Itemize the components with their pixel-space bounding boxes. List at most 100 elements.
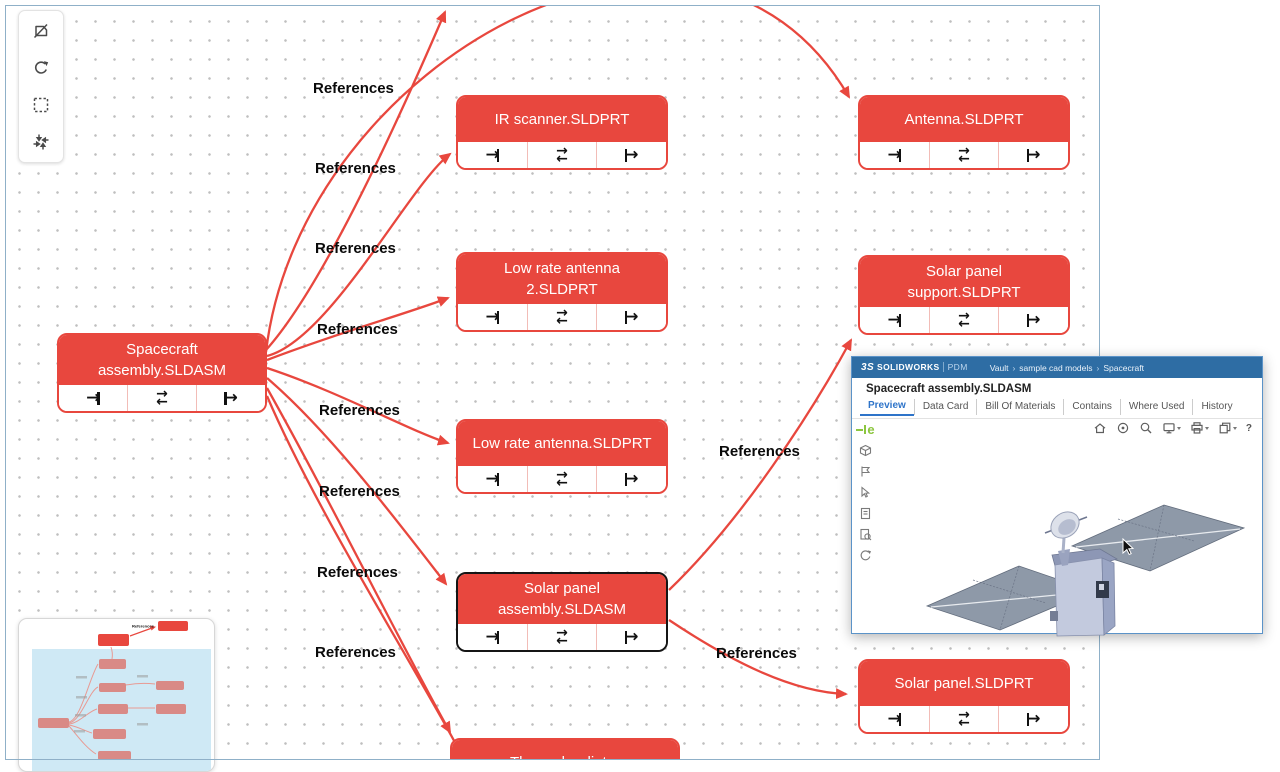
expand-parents-icon[interactable]: → [485, 306, 500, 327]
pointer-icon[interactable] [859, 486, 872, 499]
expand-children-icon[interactable]: → [998, 307, 1068, 333]
edge-label-references: References [315, 240, 396, 257]
node-label: Thermal radiator [452, 740, 678, 760]
toggle-references-icon[interactable]: →← [526, 304, 597, 330]
expand-children-icon[interactable]: → [998, 142, 1068, 168]
expand-parents-icon[interactable]: → [887, 144, 902, 165]
node-label: Solar panel assembly.SLDASM [458, 574, 666, 624]
node-footer: →→←→ [458, 466, 666, 492]
expand-parents-icon[interactable]: → [86, 387, 101, 408]
tab-bill-of-materials[interactable]: Bill Of Materials [976, 399, 1063, 415]
tab-where-used[interactable]: Where Used [1119, 399, 1193, 415]
node-footer: →→←→ [860, 307, 1068, 333]
node-label: Low rate antenna.SLDPRT [458, 421, 666, 466]
monitor-icon [1163, 423, 1175, 434]
node-ir-scanner[interactable]: IR scanner.SLDPRT →→←→ [456, 95, 668, 170]
chevron-down-icon [1204, 426, 1209, 430]
node-thermal-radiator[interactable]: Thermal radiator →→←→ [450, 738, 680, 760]
toggle-references-icon[interactable]: →← [526, 624, 597, 650]
expand-children-icon[interactable]: → [998, 706, 1068, 732]
flag-icon[interactable] [859, 465, 872, 478]
edge-spacecraft-low-rate-antenna [266, 366, 450, 446]
edge-label-references: References [313, 80, 394, 97]
minimap-graphic [32, 621, 211, 771]
disable-thumbnails-icon[interactable] [31, 21, 51, 41]
node-label: Spacecraft assembly.SLDASM [59, 335, 265, 385]
minimap-nodes [38, 621, 188, 760]
cube-icon[interactable] [859, 444, 872, 457]
node-antenna[interactable]: Antenna.SLDPRT →→←→ [858, 95, 1070, 170]
preview-tabs: Preview Data Card Bill Of Materials Cont… [852, 397, 1262, 416]
divider [852, 418, 1262, 419]
toggle-references-icon[interactable]: →← [526, 142, 597, 168]
node-solar-panel-support[interactable]: Solar panel support.SLDPRT →→←→ [858, 255, 1070, 335]
node-low-rate-antenna-2[interactable]: Low rate antenna 2.SLDPRT →→←→ [456, 252, 668, 332]
edge-spacecraft-solar-panel-assembly [266, 377, 448, 586]
node-solar-panel[interactable]: Solar panel.SLDPRT →→←→ [858, 659, 1070, 734]
node-label: IR scanner.SLDPRT [458, 97, 666, 142]
display-options[interactable] [1162, 421, 1181, 435]
minimap[interactable]: References [18, 618, 215, 772]
page-icon[interactable] [859, 507, 872, 520]
edge-spacecraft-low-rate-antenna-2 [266, 296, 450, 362]
home-icon[interactable] [1093, 421, 1107, 435]
node-low-rate-antenna[interactable]: Low rate antenna.SLDPRT →→←→ [456, 419, 668, 494]
spin-icon[interactable] [1116, 421, 1130, 435]
solidworks-pdm-logo: 3S SOLIDWORKS PDM [861, 362, 968, 373]
export-options[interactable] [1218, 421, 1237, 435]
edge-label-references: References [315, 160, 396, 177]
file-title: Spacecraft assembly.SLDASM [866, 383, 1032, 395]
expand-parents-icon[interactable]: → [887, 708, 902, 729]
toggle-references-icon[interactable]: →← [928, 142, 999, 168]
toggle-references-icon[interactable]: →← [928, 307, 999, 333]
node-solar-panel-assembly[interactable]: Solar panel assembly.SLDASM →→←→ [456, 572, 668, 652]
node-footer: →→←→ [458, 304, 666, 330]
marquee-select-icon[interactable] [31, 95, 51, 115]
expand-parents-icon[interactable]: → [485, 468, 500, 489]
expand-children-icon[interactable]: → [596, 466, 666, 492]
breadcrumb-current[interactable]: Spacecraft [1103, 362, 1145, 373]
tab-data-card[interactable]: Data Card [913, 399, 977, 415]
print-options[interactable] [1190, 421, 1209, 435]
node-spacecraft-assembly[interactable]: Spacecraft assembly.SLDASM →→←→ [57, 333, 267, 413]
edge-label-references: References [319, 402, 400, 419]
edge-label-references: References [317, 321, 398, 338]
fit-to-center-icon[interactable] [31, 132, 51, 152]
refresh-icon[interactable] [31, 58, 51, 78]
toggle-references-icon[interactable]: →← [127, 385, 196, 411]
breadcrumb-separator: › [1012, 362, 1016, 373]
breadcrumb-folder[interactable]: sample cad models [1019, 362, 1093, 373]
expand-children-icon[interactable]: → [596, 142, 666, 168]
zoom-icon[interactable] [1139, 421, 1153, 435]
expand-children-icon[interactable]: → [596, 304, 666, 330]
expand-children-icon[interactable]: → [196, 385, 265, 411]
toggle-references-icon[interactable]: →← [928, 706, 999, 732]
expand-parents-icon[interactable]: → [887, 309, 902, 330]
edge-label-references: References [319, 483, 400, 500]
edge-label-references: References [719, 443, 800, 460]
edrawings-logo: e [856, 423, 875, 436]
node-footer: →→←→ [458, 142, 666, 168]
expand-children-icon[interactable]: → [596, 624, 666, 650]
preview-canvas[interactable]: ? [879, 419, 1262, 637]
expand-parents-icon[interactable]: → [485, 626, 500, 647]
rotate-icon[interactable] [859, 549, 872, 562]
copy-icon [1219, 422, 1231, 434]
tab-history[interactable]: History [1192, 399, 1240, 415]
node-label: Solar panel.SLDPRT [860, 661, 1068, 706]
preview-toolbar: ? [1093, 421, 1252, 435]
expand-parents-icon[interactable]: → [485, 144, 500, 165]
breadcrumb-vault[interactable]: Vault [989, 362, 1009, 373]
edrawings-sidebar: e [852, 419, 879, 633]
help-icon[interactable]: ? [1245, 422, 1252, 434]
toggle-references-icon[interactable]: →← [526, 466, 597, 492]
edge-assembly-solar-panel-support [668, 338, 853, 591]
tab-contains[interactable]: Contains [1063, 399, 1119, 415]
tab-preview[interactable]: Preview [860, 398, 914, 416]
page-search-icon[interactable] [859, 528, 872, 541]
preview-window: 3S SOLIDWORKS PDM Vault › sample cad mod… [851, 356, 1263, 637]
edge-label-references: References [716, 645, 797, 662]
chevron-down-icon [1232, 426, 1237, 430]
node-footer: →→←→ [860, 142, 1068, 168]
